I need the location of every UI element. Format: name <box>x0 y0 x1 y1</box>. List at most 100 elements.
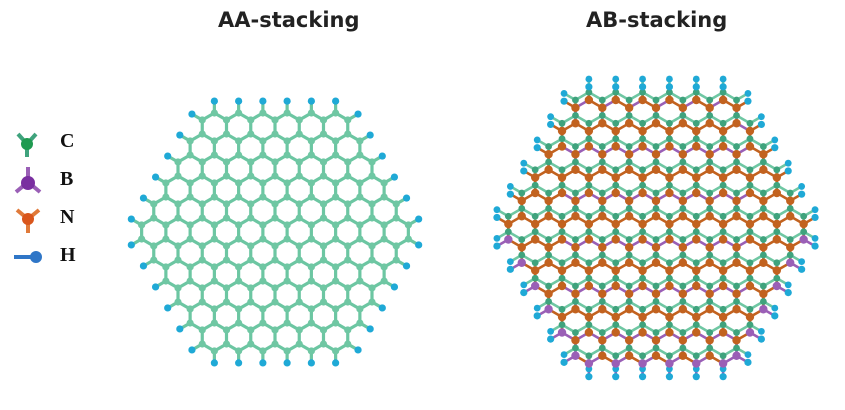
ab-c-atom-105 <box>692 352 700 360</box>
aa-atom-51 <box>222 242 231 250</box>
ab-c-atom-180 <box>733 189 740 197</box>
ab-bn-atom-189 <box>705 103 714 112</box>
aa-hydrogen-atom-5 <box>176 325 184 333</box>
ab-c-atom-59 <box>652 329 660 336</box>
ab-c-atom-173 <box>679 112 687 119</box>
aa-atom-142 <box>307 221 315 229</box>
ab-c-atom-104 <box>706 344 714 352</box>
ab-c-atom-204 <box>733 96 740 104</box>
ab-bn-hydrogen-atom-11 <box>638 373 647 381</box>
aa-atom-186 <box>380 263 388 271</box>
ab-c-atom-138 <box>666 166 673 174</box>
aa-atom-146 <box>332 263 340 271</box>
ab-bn-hydrogen-atom-13 <box>665 373 674 381</box>
ab-c-atom-136 <box>652 143 660 150</box>
ab-bn-atom-202 <box>786 258 795 267</box>
aa-atom-167 <box>356 263 364 271</box>
ab-bn-atom-83 <box>571 119 580 128</box>
ab-bn-atom-70 <box>611 219 620 229</box>
ab-c-atom-215 <box>800 228 808 236</box>
ab-bn-hydrogen-atom-23 <box>771 312 779 320</box>
ab-c-atom-186 <box>773 259 781 267</box>
ab-bn-hydrogen-atom-26 <box>692 83 700 91</box>
ab-bn-atom-66 <box>584 173 594 182</box>
ab-c-atom-114 <box>639 166 646 174</box>
aa-atom-126 <box>332 305 340 313</box>
ab-c-atom-15 <box>572 298 579 305</box>
ab-bn-atom-117 <box>651 212 661 221</box>
ab-bn-atom-11 <box>557 281 567 291</box>
ab-c-atom-113 <box>625 158 633 166</box>
ab-bn-hydrogen-atom-16 <box>585 83 593 91</box>
ab-bn-atom-42 <box>611 359 620 368</box>
ab-c-hydrogen-atom-3 <box>520 281 528 289</box>
ab-c-atom-78 <box>666 305 673 313</box>
ab-c-atom-126 <box>719 305 727 313</box>
aa-hydrogen-atom-23 <box>378 304 386 312</box>
aa-hydrogen-atom-10 <box>151 173 160 181</box>
ab-stacking-title: AB-stacking <box>586 8 728 32</box>
ab-c-hydrogen-atom-2 <box>506 258 514 265</box>
ab-c-atom-115 <box>639 181 646 189</box>
ab-c-atom-190 <box>706 112 714 119</box>
aa-atom-132 <box>247 116 255 124</box>
ab-c-atom-14 <box>572 282 579 290</box>
ab-c-atom-130 <box>719 352 727 360</box>
ab-c-atom-5 <box>504 212 512 220</box>
ab-bn-atom-80 <box>678 336 688 345</box>
aa-atom-181 <box>344 214 352 222</box>
aa-atom-163 <box>332 221 340 229</box>
aa-atom-143 <box>307 235 315 243</box>
ab-c-atom-209 <box>759 158 767 166</box>
aa-atom-74 <box>259 263 267 271</box>
aa-atom-115 <box>259 193 267 201</box>
ab-c-hydrogen-atom-22 <box>639 75 646 83</box>
ab-c-hydrogen-atom-35 <box>811 234 819 242</box>
ab-bn-atom-55 <box>624 289 634 298</box>
aa-atom-137 <box>271 172 279 180</box>
ab-bn-atom-150 <box>745 312 755 322</box>
ab-c-atom-32 <box>572 236 579 243</box>
aa-atom-3 <box>150 242 158 250</box>
ab-bn-atom-107 <box>598 103 607 112</box>
ab-bn-atom-49 <box>584 219 594 229</box>
aa-hydrogen-atom-20 <box>235 97 243 105</box>
ab-c-atom-57 <box>639 305 646 313</box>
aa-atom-78 <box>283 305 291 313</box>
ab-c-atom-107 <box>598 96 606 104</box>
ab-bn-atom-190 <box>705 119 714 128</box>
legend-label-hydrogen: H <box>60 244 76 266</box>
aa-atom-58 <box>259 319 267 327</box>
ab-bn-atom-141 <box>678 212 688 221</box>
ab-bn-atom-39 <box>611 328 620 337</box>
aa-atom-114 <box>259 179 267 187</box>
ab-bn-atom-77 <box>651 305 661 314</box>
aa-atom-34 <box>210 263 218 271</box>
aa-atom-98 <box>283 277 291 285</box>
aa-atom-43 <box>174 172 182 180</box>
ab-bn-atom-140 <box>678 196 688 205</box>
aa-atom-39 <box>235 319 243 327</box>
aa-atom-71 <box>235 235 243 243</box>
ab-bn-atom-8 <box>530 266 540 275</box>
aa-atom-166 <box>344 256 352 264</box>
aa-hydrogen-atom-31 <box>378 152 386 160</box>
aa-atom-105 <box>307 347 315 355</box>
aa-hydrogen-atom-33 <box>402 194 411 202</box>
aa-atom-113 <box>247 172 255 180</box>
aa-atom-203 <box>332 109 340 117</box>
ab-bn-hydrogen-atom-14 <box>547 120 555 129</box>
aa-hydrogen-atom-4 <box>164 304 172 312</box>
ab-c-atom-10 <box>558 259 566 267</box>
ab-bn-hydrogen-atom-24 <box>665 83 674 91</box>
ab-bn-atom-97 <box>665 266 674 275</box>
ab-bn-atom-183 <box>745 235 755 244</box>
ab-bn-atom-78 <box>665 312 674 322</box>
ab-c-atom-25 <box>572 344 579 352</box>
ab-bn-atom-1 <box>530 219 540 229</box>
ab-bn-atom-207 <box>745 142 755 151</box>
aa-atom-89 <box>235 179 243 187</box>
ab-bn-atom-86 <box>557 126 567 136</box>
carbon-atom-icon <box>16 132 38 157</box>
ab-c-atom-176 <box>706 143 714 150</box>
